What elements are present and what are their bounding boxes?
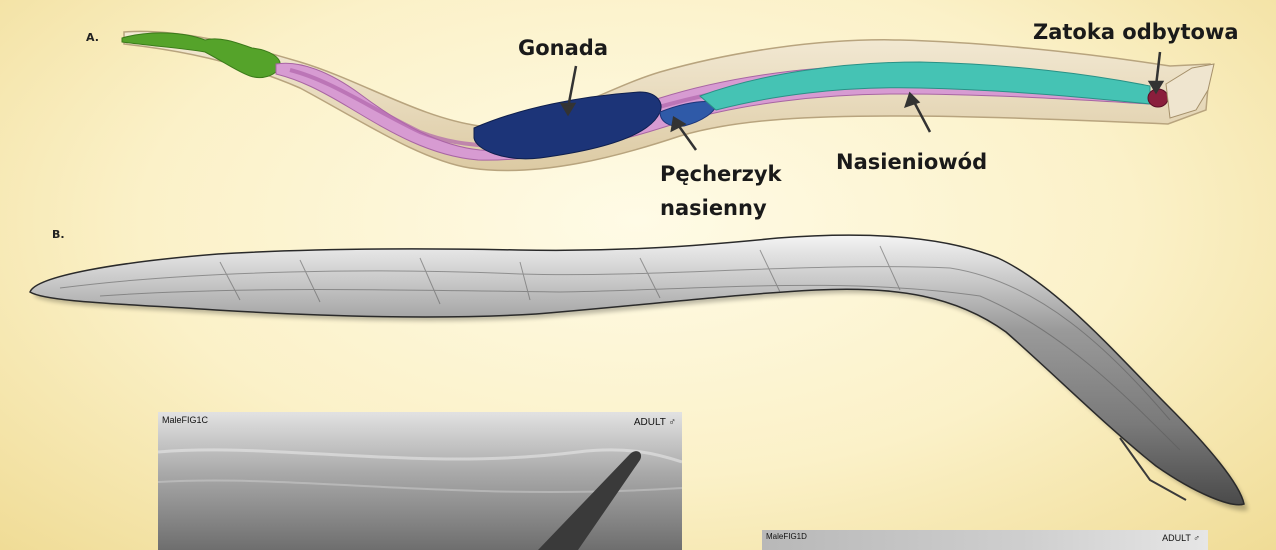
panel-d-stage-label: ADULT ♂ bbox=[1162, 533, 1200, 543]
panel-c-stage-label: ADULT ♂ bbox=[634, 417, 676, 428]
panel-c-sem-image: MaleFIG1C ADULT ♂ bbox=[158, 412, 682, 550]
panel-d-sem-image: MaleFIG1D ADULT ♂ bbox=[762, 530, 1208, 550]
spicule bbox=[538, 451, 641, 550]
panel-d-id-label: MaleFIG1D bbox=[766, 532, 807, 541]
panel-c-id-label: MaleFIG1C bbox=[162, 415, 208, 425]
sem-c-texture bbox=[158, 412, 682, 550]
